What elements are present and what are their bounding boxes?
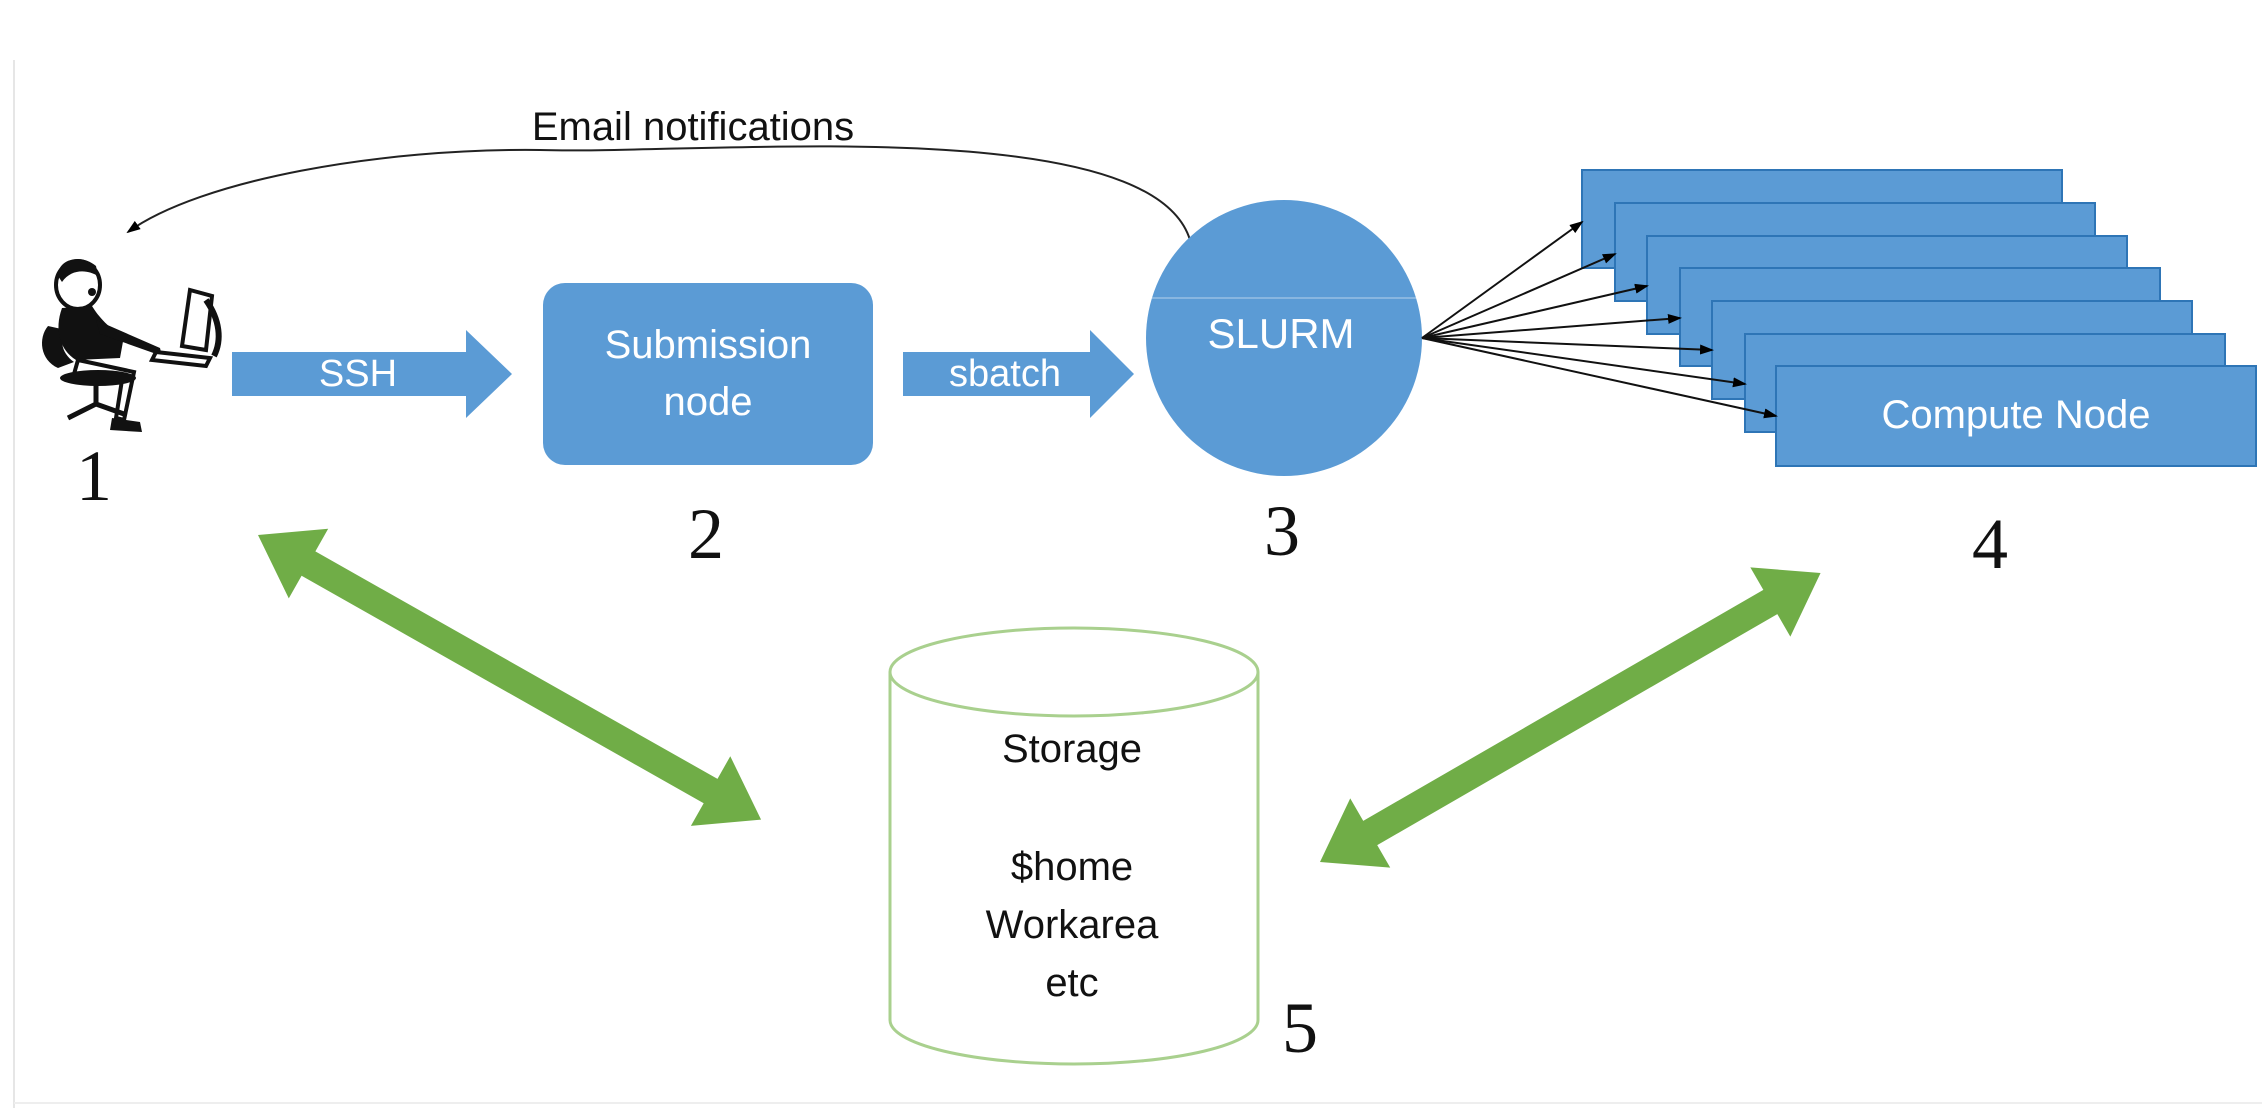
slurm-label: SLURM xyxy=(1207,310,1354,357)
step-number-2: 2 xyxy=(688,494,724,574)
sbatch-label: sbatch xyxy=(949,353,1061,395)
user-at-computer-icon xyxy=(42,259,222,432)
step-number-4: 4 xyxy=(1972,504,2008,584)
submission-node xyxy=(543,283,873,465)
storage-title: Storage xyxy=(1002,727,1142,771)
storage-item-etc: etc xyxy=(1045,961,1098,1005)
email-notification-arrow xyxy=(126,145,1191,241)
step-number-5: 5 xyxy=(1282,988,1318,1068)
ssh-label: SSH xyxy=(319,353,397,395)
submission-node-label-line1: Submission xyxy=(605,323,812,367)
email-notifications-label: Email notifications xyxy=(532,105,854,149)
submission-node-label-line2: node xyxy=(664,380,753,424)
storage-cylinder xyxy=(888,626,1260,1066)
step-number-3: 3 xyxy=(1264,491,1300,571)
slurm-scheduler xyxy=(1146,200,1422,476)
compute-node xyxy=(1775,365,2257,467)
sbatch-arrow xyxy=(903,330,1134,418)
data-access-arrow-right: Data access xyxy=(1320,567,1821,868)
dispatch-arrows xyxy=(1421,220,1778,419)
storage-item-home: $home xyxy=(1011,845,1133,889)
compute-node-label: Compute Node xyxy=(1881,393,2150,437)
storage-item-workarea: Workarea xyxy=(986,903,1159,947)
ssh-arrow xyxy=(232,330,512,418)
step-number-1: 1 xyxy=(76,436,112,516)
